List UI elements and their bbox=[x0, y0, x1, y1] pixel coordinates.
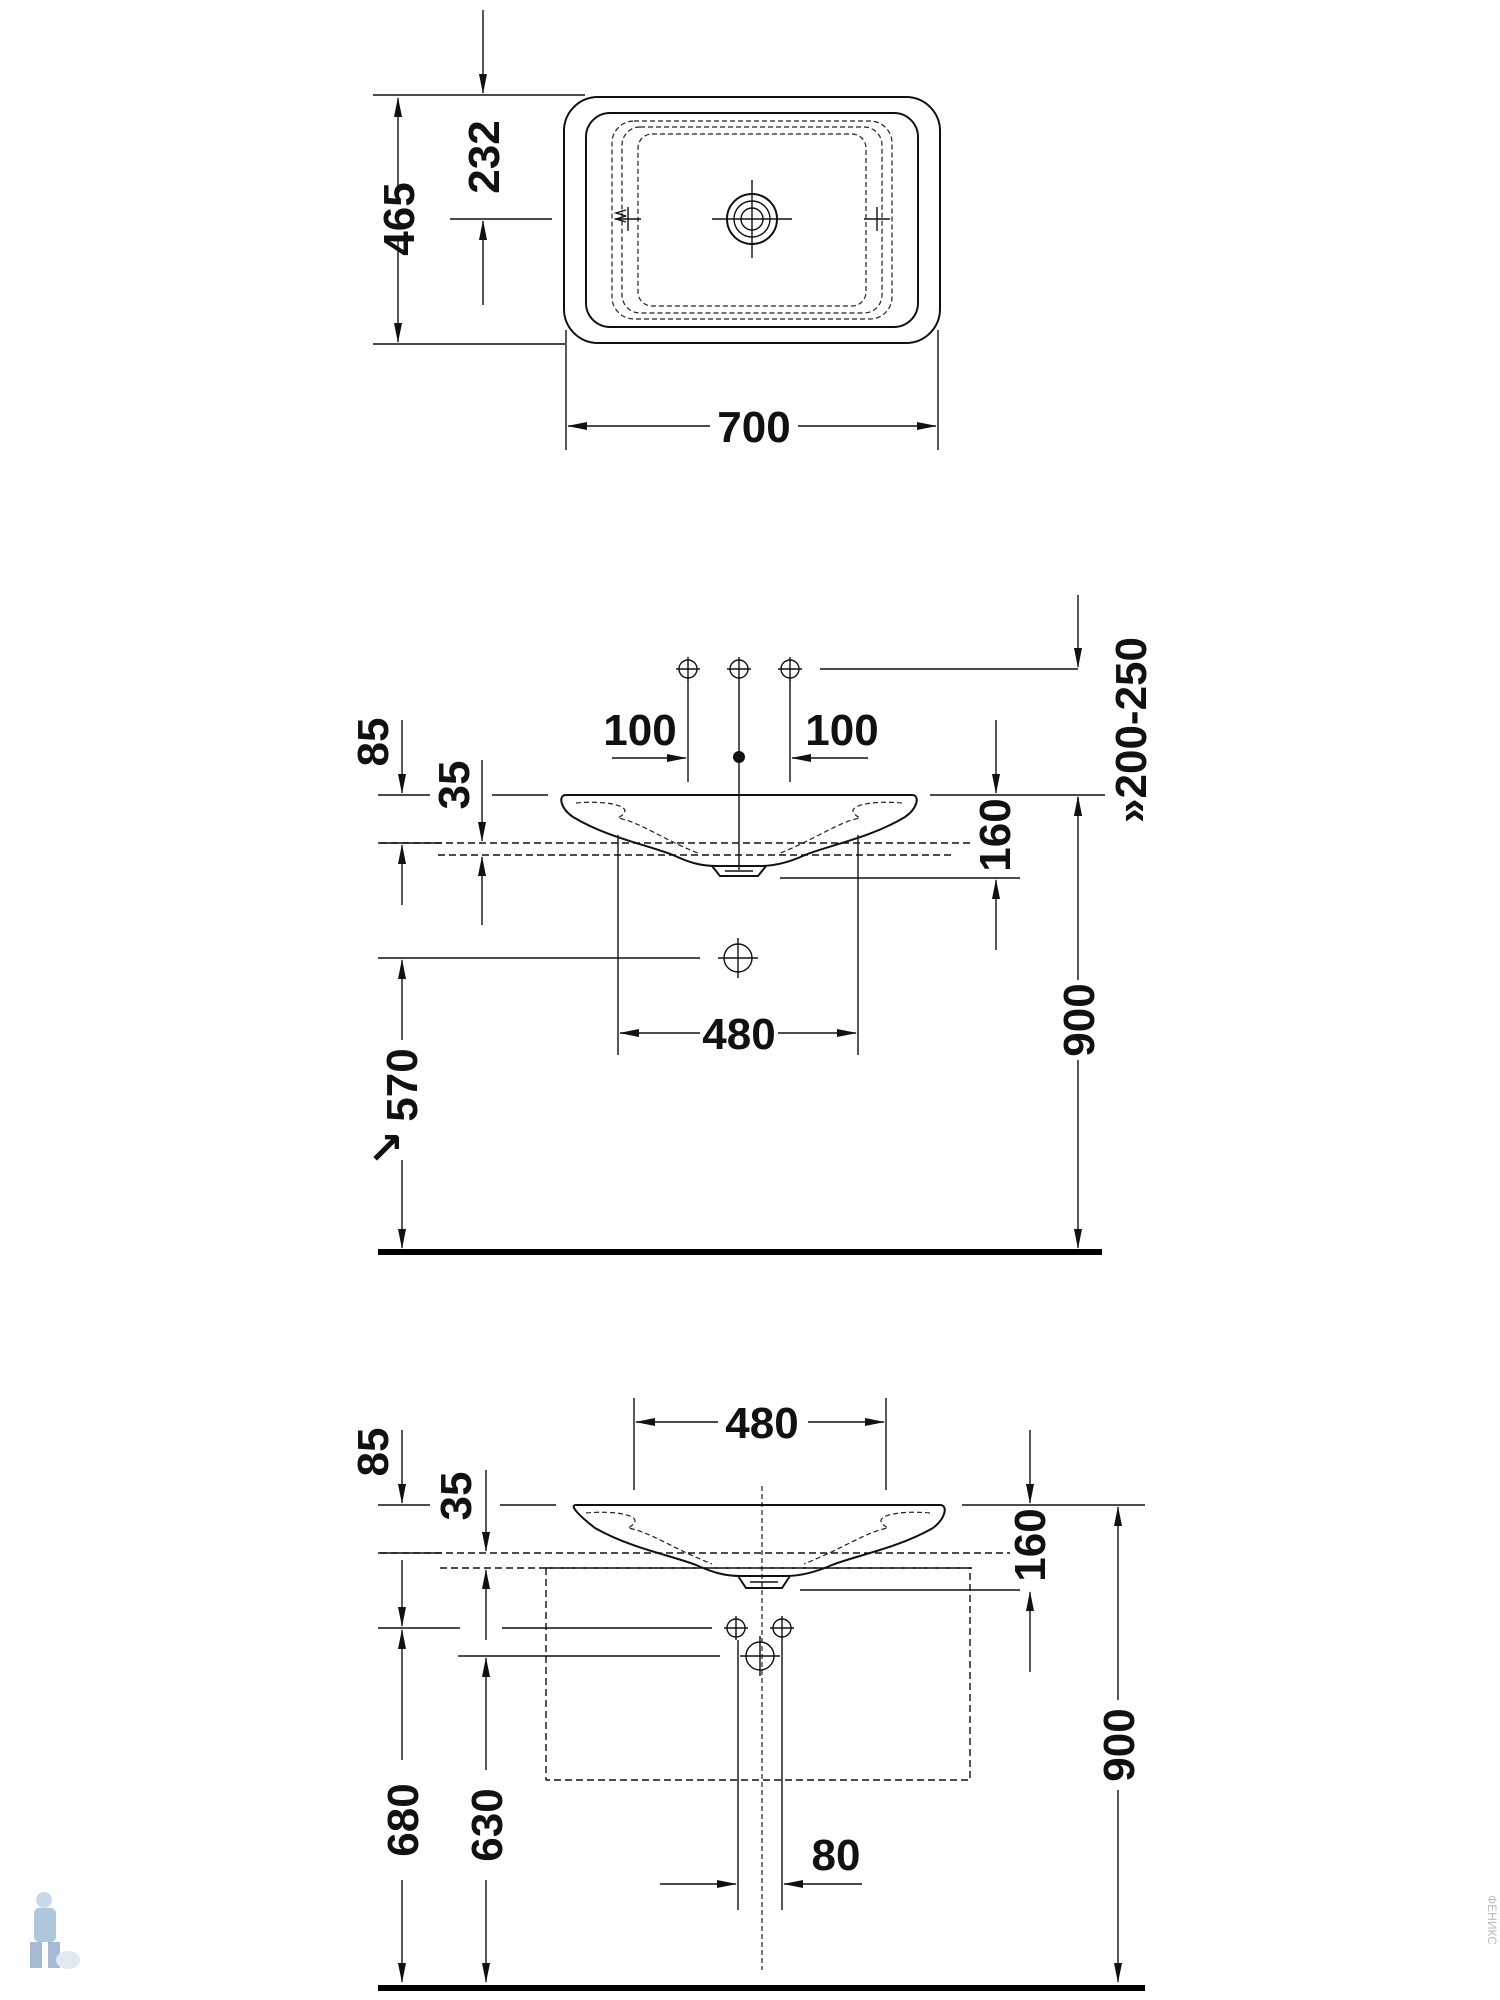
basin-inner-rim bbox=[585, 112, 919, 328]
overflow-mark-left bbox=[613, 207, 641, 231]
wall-waste-height-arrow: ↘ bbox=[363, 1130, 412, 1167]
wall-fixing-spacing-label: 480 bbox=[702, 1010, 775, 1059]
vanity-supply-height-label: 680 bbox=[379, 1783, 428, 1856]
tap-point-dot bbox=[733, 751, 745, 763]
basin-outer-outline bbox=[563, 96, 941, 344]
vanity-view: 480 85 35 160 bbox=[349, 1398, 1145, 1991]
waste-outlet-icon bbox=[718, 938, 758, 978]
basin-bowl-hidden-2 bbox=[621, 126, 883, 314]
wall-tap-spacing-right-label: 100 bbox=[805, 706, 878, 755]
supply-hole-icon-right bbox=[770, 1616, 794, 1640]
supply-hole-icon-left bbox=[724, 1616, 748, 1640]
vanity-mounting-height-label: 900 bbox=[1095, 1708, 1144, 1781]
vanity-rim-label: 35 bbox=[432, 1472, 481, 1521]
wall-tap-height-label: »200-250 bbox=[1107, 637, 1156, 823]
wall-tap-spacing-left-label: 100 bbox=[603, 706, 676, 755]
tap-hole-icon-right bbox=[778, 657, 802, 681]
vanity-fixing-spacing-label: 480 bbox=[725, 1399, 798, 1448]
tap-hole-icon-center bbox=[727, 657, 751, 681]
plan-drain-offset-label: 232 bbox=[460, 120, 509, 193]
overflow-mark-right bbox=[864, 207, 890, 231]
vanity-waste-height-label: 630 bbox=[463, 1788, 512, 1861]
basin-bowl-hidden-3 bbox=[637, 133, 867, 307]
wall-rim-label: 35 bbox=[430, 761, 479, 810]
basin-profile-vanity bbox=[572, 1504, 946, 1589]
plan-width-label: 700 bbox=[717, 403, 790, 452]
vanity-cabinet-hidden bbox=[545, 1567, 971, 1781]
plumber-mascot-icon bbox=[30, 1892, 80, 1969]
tap-hole-icon-left bbox=[676, 657, 700, 681]
wall-mounted-view: 100 100 »200-250 85 35 160 bbox=[349, 595, 1156, 1255]
basin-bowl-hidden-1 bbox=[611, 120, 893, 320]
drain-icon bbox=[712, 180, 792, 258]
plan-view: 465 232 700 bbox=[373, 10, 941, 452]
wall-waste-height-label: 570 bbox=[378, 1048, 427, 1121]
basin-profile-wall bbox=[560, 794, 918, 877]
waste-outlet-icon-vanity bbox=[740, 1636, 780, 1676]
wall-top-offset-label: 85 bbox=[349, 718, 398, 767]
vanity-top-offset-label: 85 bbox=[349, 1428, 398, 1477]
wall-mounting-height-label: 900 bbox=[1055, 983, 1104, 1056]
wall-bowl-height-label: 160 bbox=[971, 798, 1020, 871]
watermark-side-text: ФЕНИКС bbox=[1485, 1895, 1499, 1945]
vanity-bowl-height-label: 160 bbox=[1006, 1508, 1055, 1581]
vanity-supply-spacing-label: 80 bbox=[812, 1831, 861, 1880]
plan-depth-label: 465 bbox=[375, 182, 424, 255]
